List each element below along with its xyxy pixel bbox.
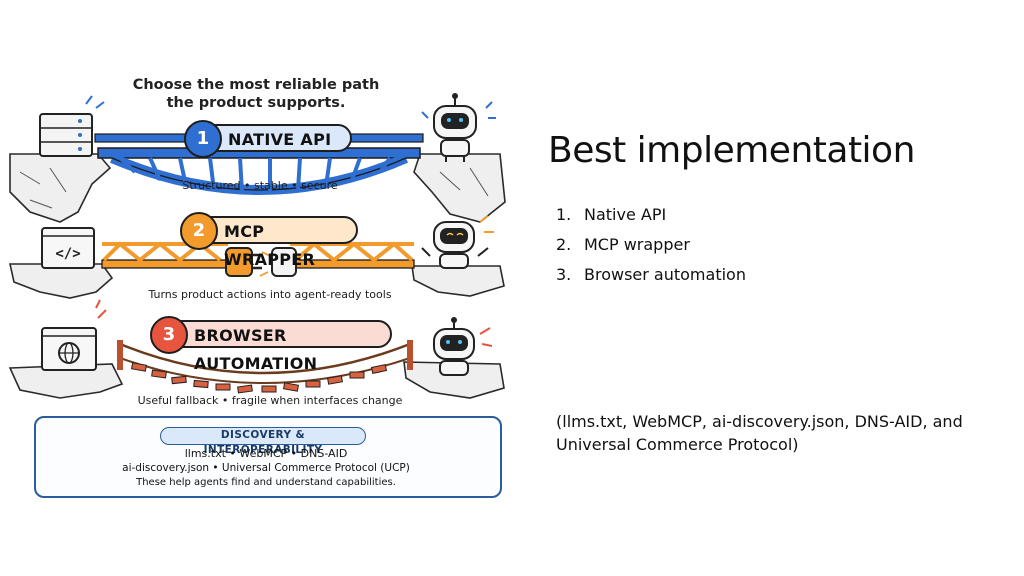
mcp-wrapper-caption: Turns product actions into agent-ready t…	[148, 288, 392, 301]
browser-automation-pill: 3 BROWSER AUTOMATION	[150, 316, 392, 373]
native-api-caption: Structured • stable • secure	[182, 179, 338, 192]
list-item-text: MCP wrapper	[584, 235, 690, 254]
cliff-left-3	[8, 363, 124, 399]
discovery-line-3: These help agents find and understand ca…	[136, 477, 396, 488]
robot-icon	[433, 317, 493, 376]
illustration-header-line-2: the product supports.	[166, 95, 346, 111]
robot-icon	[421, 93, 496, 162]
step-number-1: 1	[184, 120, 222, 158]
cliff-left-1	[9, 153, 112, 223]
native-api-label: NATIVE API	[228, 130, 332, 149]
discovery-line-2: ai-discovery.json • Universal Commerce P…	[122, 462, 410, 474]
illustration-header-line-1: Choose the most reliable path	[132, 77, 380, 93]
step-number-3: 3	[150, 316, 188, 354]
discovery-line-1: llms.txt • WebMCP • DNS-AID	[184, 447, 348, 460]
native-api-pill: 1 NATIVE API	[184, 120, 352, 158]
mcp-wrapper-pill: 2 MCP WRAPPER	[180, 212, 358, 269]
mcp-wrapper-label: MCP WRAPPER	[224, 222, 316, 269]
cliff-right-2	[411, 265, 505, 297]
list-item-number: 1.	[556, 205, 572, 224]
plug-connector-icon	[225, 247, 297, 277]
code-window-icon: </>	[41, 227, 95, 269]
mcp-wrapper-bridge	[101, 241, 415, 269]
list-item-number: 2.	[556, 235, 572, 254]
browser-automation-label: BROWSER AUTOMATION	[194, 326, 318, 373]
list-item: 3. Browser automation	[556, 264, 746, 294]
implementation-list: 1. Native API 2. MCP wrapper 3. Browser aut…	[556, 204, 746, 294]
list-item: 2. MCP wrapper	[556, 234, 746, 264]
list-item-text: Browser automation	[584, 265, 746, 284]
svg-text:</>: </>	[55, 246, 80, 262]
browser-globe-icon	[41, 299, 107, 371]
browser-automation-caption: Useful fallback • fragile when interface…	[137, 394, 403, 407]
rope-bridge	[117, 340, 413, 394]
discovery-note: (llms.txt, WebMCP, ai-discovery.json, DN…	[556, 412, 963, 454]
list-item-number: 3.	[556, 265, 572, 284]
robot-icon	[421, 215, 494, 269]
step-number-2: 2	[180, 212, 218, 250]
list-item-text: Native API	[584, 205, 667, 224]
slide-title: Best implementation	[548, 130, 915, 171]
cliff-right-1	[413, 153, 506, 223]
cliff-right-3	[403, 361, 505, 399]
server-icon	[39, 95, 105, 157]
list-item: 1. Native API	[556, 204, 746, 234]
cliff-left-2	[9, 263, 114, 299]
discovery-title: DISCOVERY & INTEROPERABILITY	[160, 427, 366, 456]
